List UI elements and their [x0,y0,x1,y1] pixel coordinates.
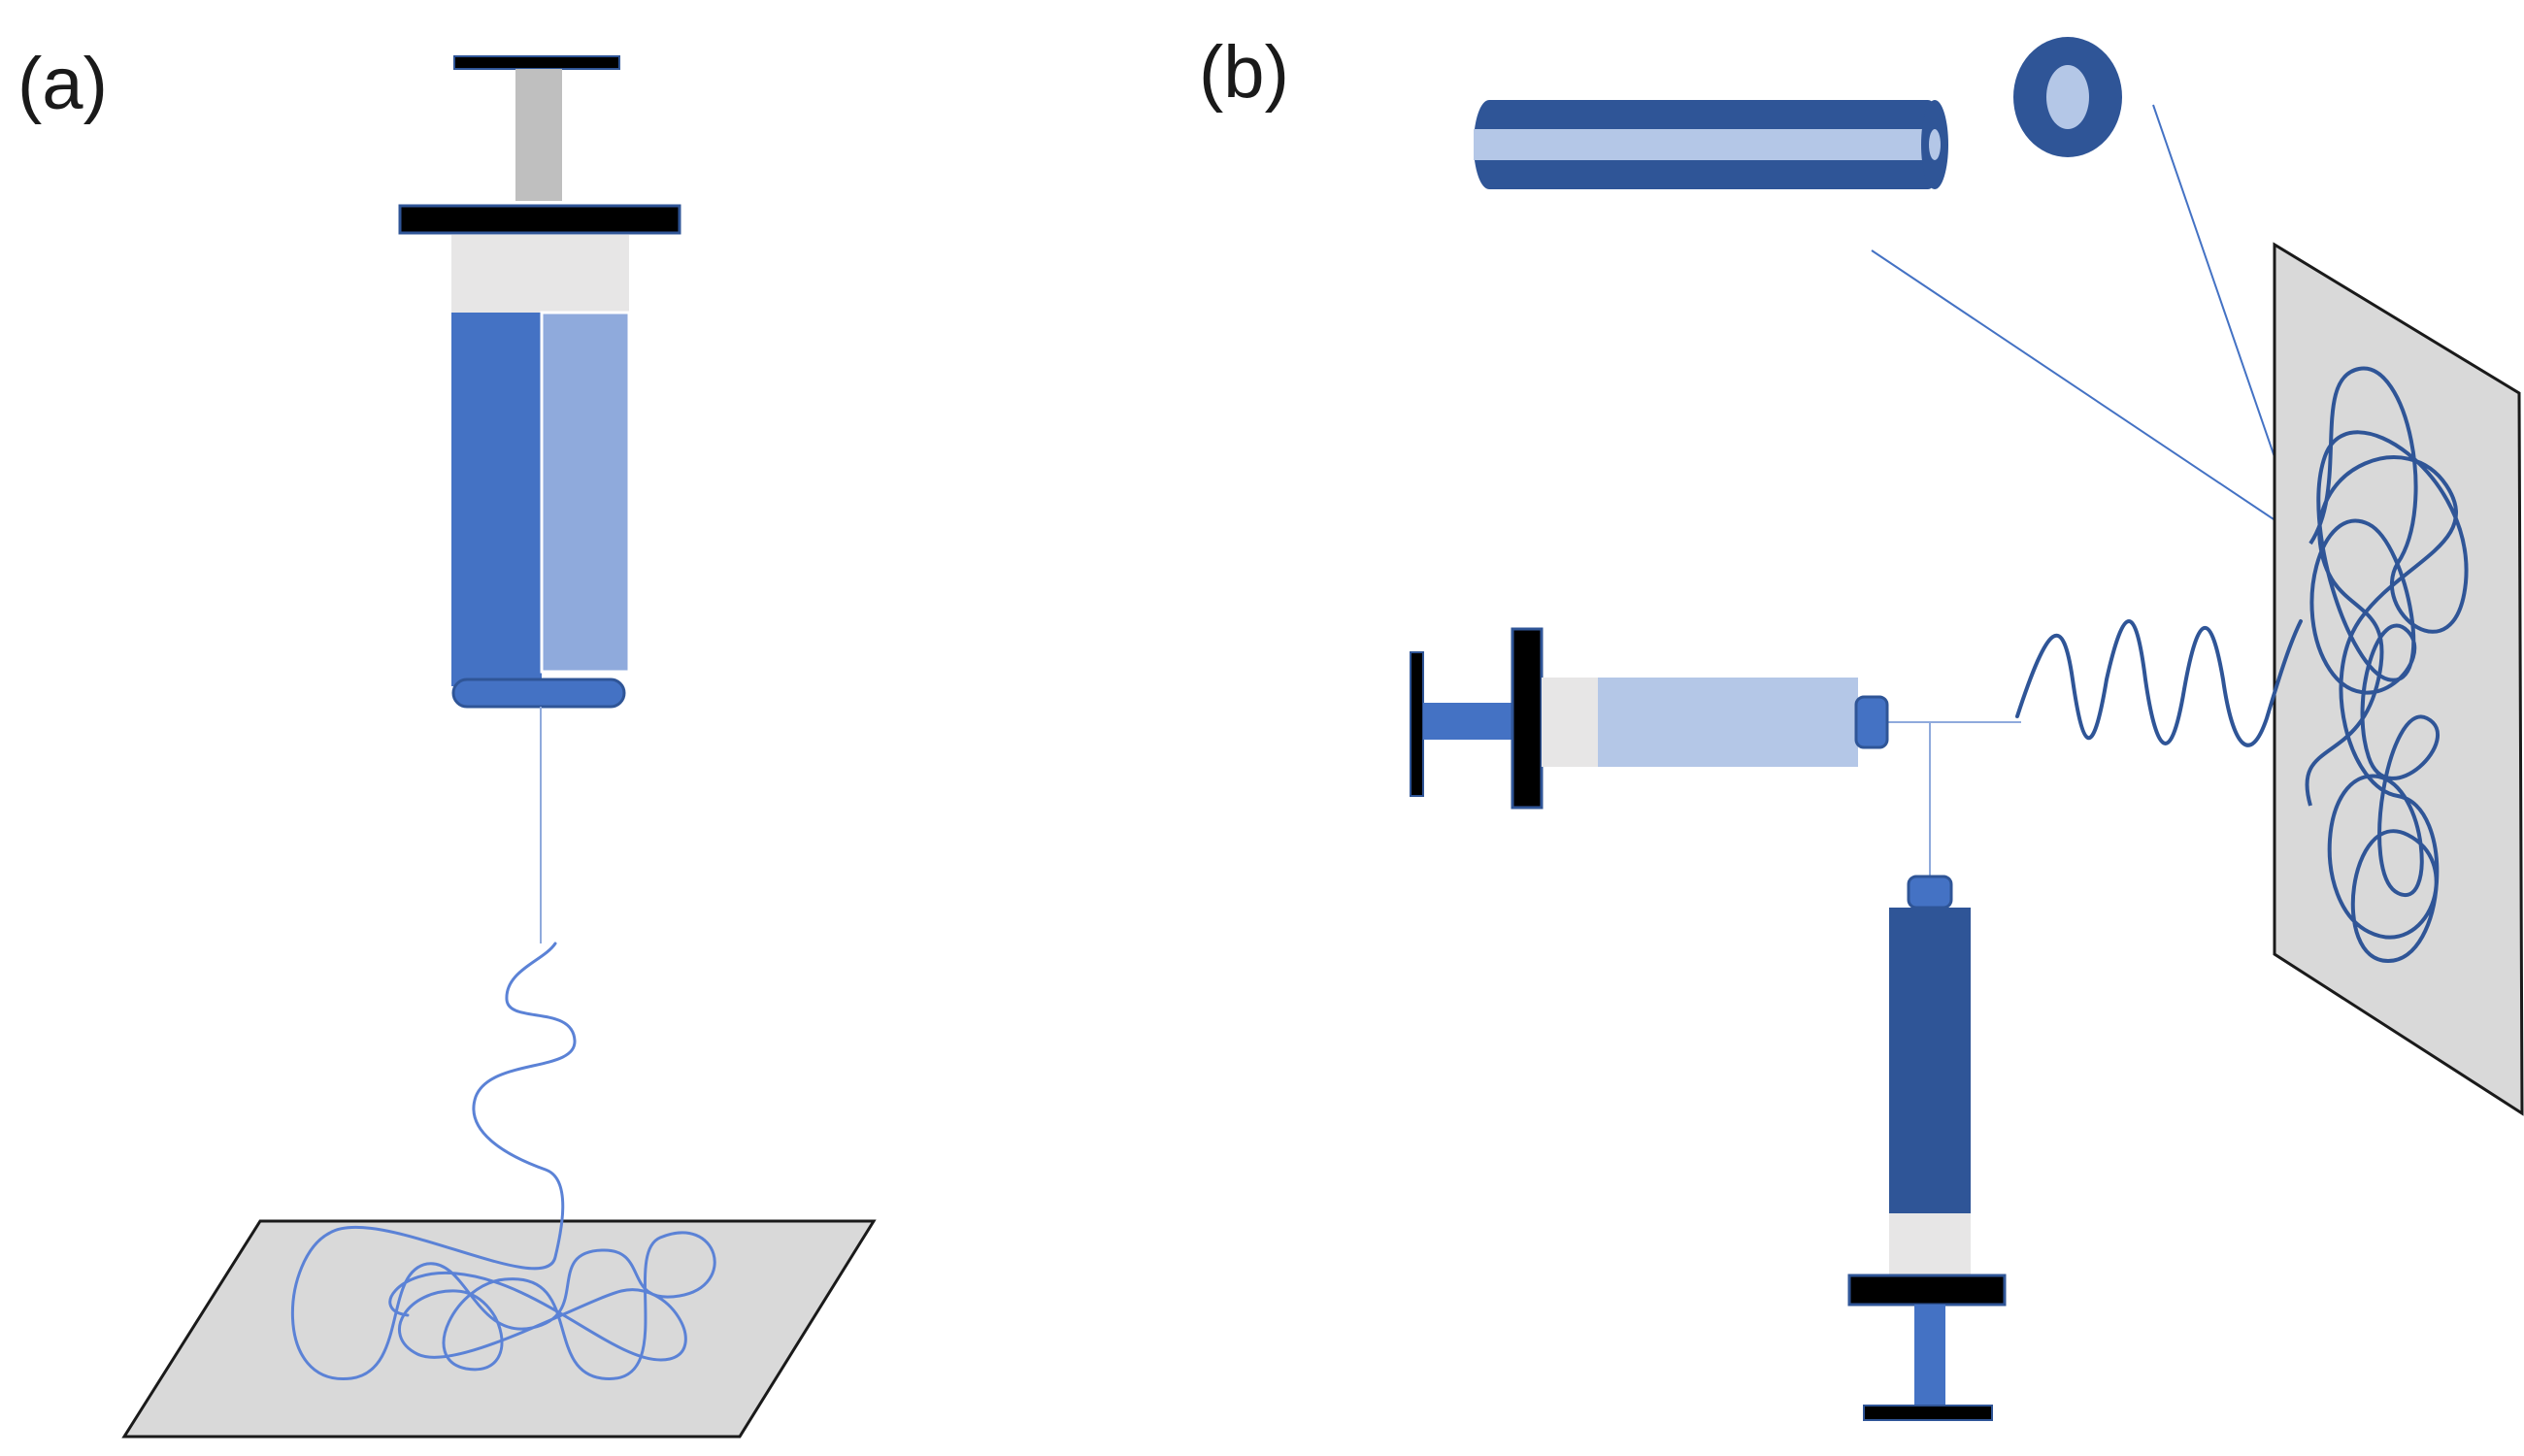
syringe-b-v-tip [1907,875,1953,910]
fiber-end-core [1929,129,1941,160]
fiber-a [290,942,716,1380]
syringe-a-flange [398,204,681,235]
syringe-b-h-plunger-end [1410,651,1424,797]
syringe-a-tip [451,678,626,709]
fiber-mesh-b [2305,366,2469,963]
panel-a-label: (a) [17,43,108,125]
syringe-a-solution-dark [451,313,542,686]
panel-b: (b) [1199,31,2524,1421]
syringe-b-v-barrel-empty [1889,1213,1971,1275]
pointer-line-fiber [1871,249,2304,540]
syringe-a-plunger-rod [515,69,562,201]
panel-a: (a) [17,43,877,1439]
panel-b-label: (b) [1199,31,1289,114]
syringe-a-plunger-top [453,55,620,70]
syringe-b-h-solution [1598,678,1858,767]
syringe-a-barrel-empty [451,235,629,313]
syringe-a-solution-light [540,311,631,674]
syringe-a [398,55,681,943]
syringe-b-vertical [1847,722,2007,1421]
cross-section-core [2046,65,2089,129]
syringe-b-h-flange [1511,627,1544,810]
syringe-b-h-tip [1854,695,1889,749]
whipping-jet-b [2015,619,2303,747]
syringe-b-h-plunger-rod [1423,703,1512,740]
syringe-b-v-plunger-rod [1914,1305,1945,1406]
syringe-b-v-solution [1889,908,1971,1213]
fiber-core [1474,129,1943,160]
fiber-cross-section [2013,37,2122,157]
syringe-b-horizontal [1410,627,1889,810]
syringe-b-v-flange [1847,1274,2007,1307]
syringe-b-h-barrel-empty [1542,678,1598,767]
syringe-b-v-plunger-end [1863,1405,1993,1421]
core-shell-fiber [1474,100,1948,189]
